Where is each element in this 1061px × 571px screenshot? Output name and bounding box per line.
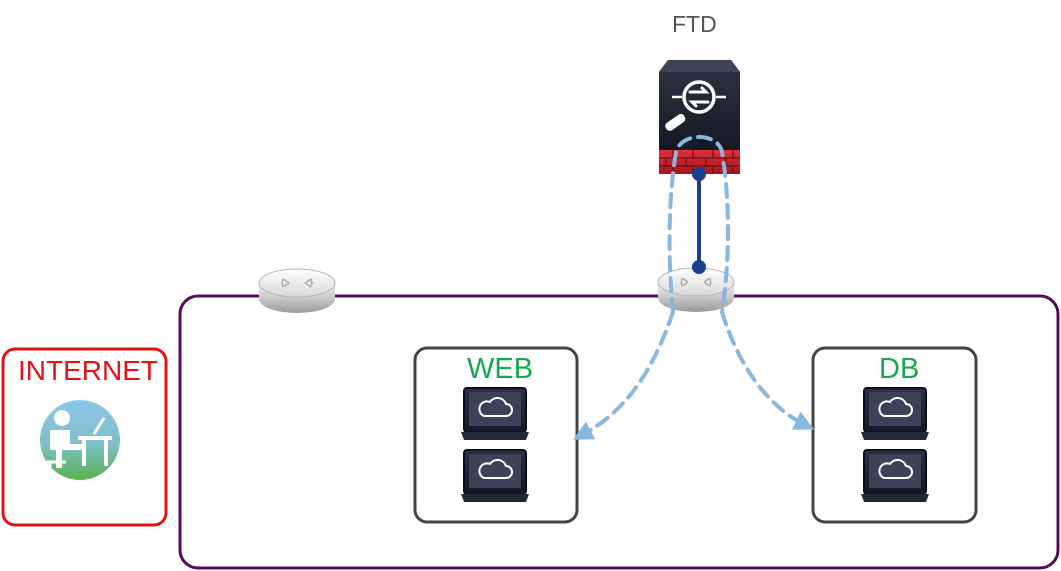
edge-router-icon — [258, 268, 336, 313]
internal-network-zone — [178, 294, 1060, 570]
internet-label: INTERNET — [18, 355, 158, 386]
db-server-group — [811, 346, 978, 524]
web-group-label: WEB — [467, 353, 534, 385]
ftd-firewall-icon — [659, 60, 740, 181]
router-connector-dot — [692, 260, 706, 274]
ftd-label: FTD — [672, 11, 717, 37]
internet-user-icon — [40, 400, 120, 480]
cloud-server-icon — [461, 449, 529, 502]
internet-zone — [1, 347, 168, 527]
traffic-flow-loop — [667, 135, 730, 314]
cloud-server-icon — [861, 449, 929, 502]
traffic-flow-to-db — [720, 310, 815, 430]
db-group-label: DB — [879, 353, 920, 385]
core-router-icon — [657, 267, 735, 312]
cloud-server-icon — [861, 387, 929, 440]
cloud-server-icon — [461, 387, 529, 440]
traffic-flow-to-web — [572, 310, 675, 440]
